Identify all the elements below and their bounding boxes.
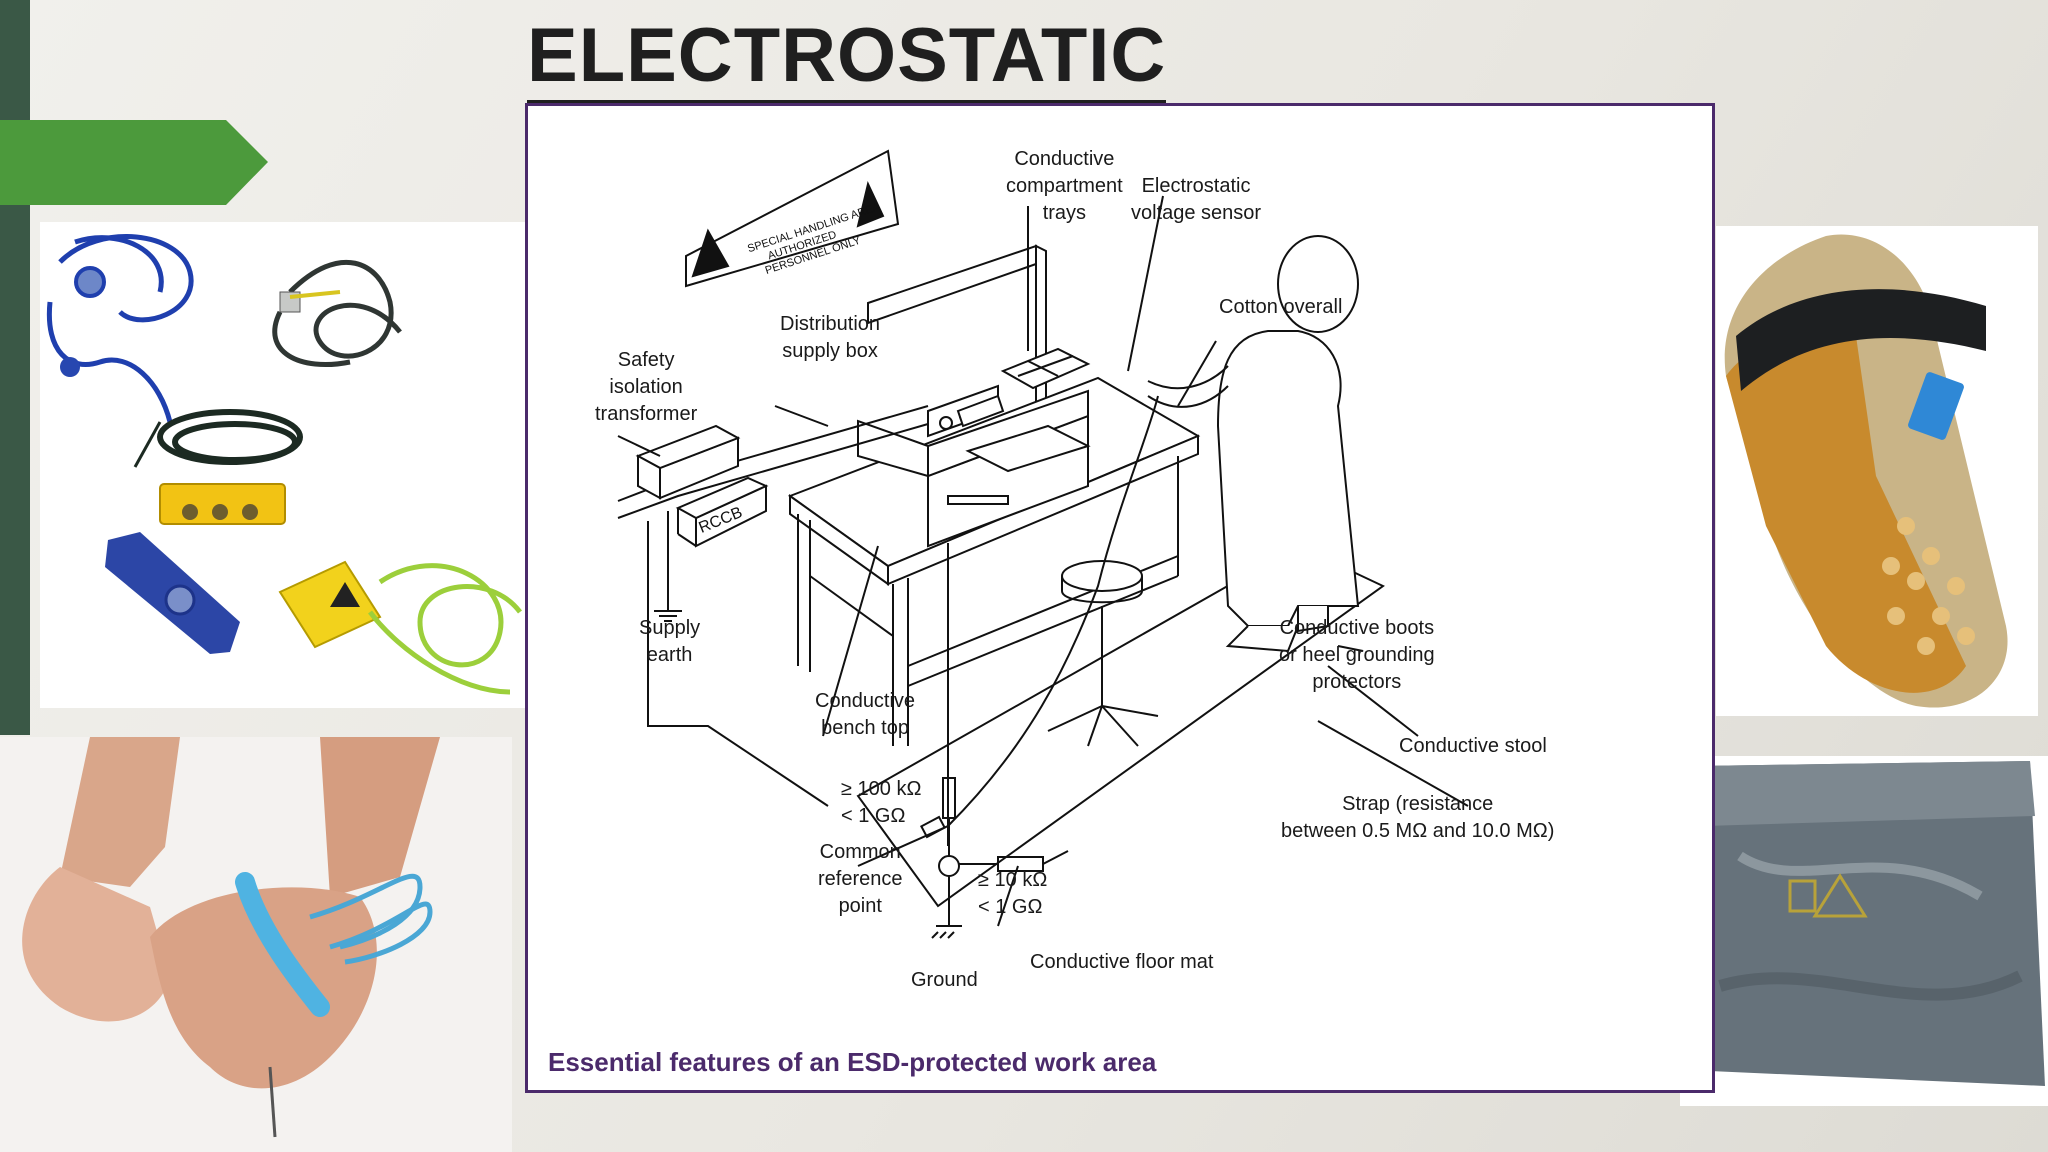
label-distribution-box: Distribution supply box <box>780 313 881 362</box>
label-bench-resistance: ≥ 100 kΩ < 1 GΩ <box>841 778 922 827</box>
label-bench-top: Conductive bench top <box>815 690 916 739</box>
shielding-bag-photo <box>1680 756 2048 1106</box>
label-conductive-stool: Conductive stool <box>1399 735 1547 757</box>
label-isolation-transformer: Safety isolation transformer <box>595 349 698 425</box>
esd-kit-photo <box>40 222 528 708</box>
heel-strap-photo <box>1716 226 2038 716</box>
label-mat-resistance: ≥ 10 kΩ < 1 GΩ <box>978 869 1048 918</box>
esd-workarea-diagram: SPECIAL HANDLING AREA AUTHORIZED PERSONN… <box>525 103 1715 1093</box>
slide-title: ELECTROSTATIC <box>527 18 1167 105</box>
label-conductive-boots: Conductive boots or heel grounding prote… <box>1279 617 1435 693</box>
diagram-caption: Essential features of an ESD-protected w… <box>548 1047 1157 1077</box>
left-accent-bar <box>0 0 30 735</box>
label-compartment-trays: Conductive compartment trays <box>1006 148 1123 224</box>
label-cotton-overall: Cotton overall <box>1219 296 1343 318</box>
label-ground: Ground <box>911 969 978 991</box>
label-strap-resistance: Strap (resistance between 0.5 MΩ and 10.… <box>1281 793 1555 842</box>
green-arrow-shape <box>0 120 268 205</box>
label-floor-mat: Conductive floor mat <box>1030 951 1214 973</box>
label-voltage-sensor: Electrostatic voltage sensor <box>1131 175 1262 224</box>
label-common-reference: Common reference point <box>818 841 903 917</box>
wrist-strap-photo <box>0 737 512 1152</box>
label-supply-earth: Supply earth <box>639 617 701 666</box>
esd-workarea-illustration: SPECIAL HANDLING AREA AUTHORIZED PERSONN… <box>617 149 1469 939</box>
